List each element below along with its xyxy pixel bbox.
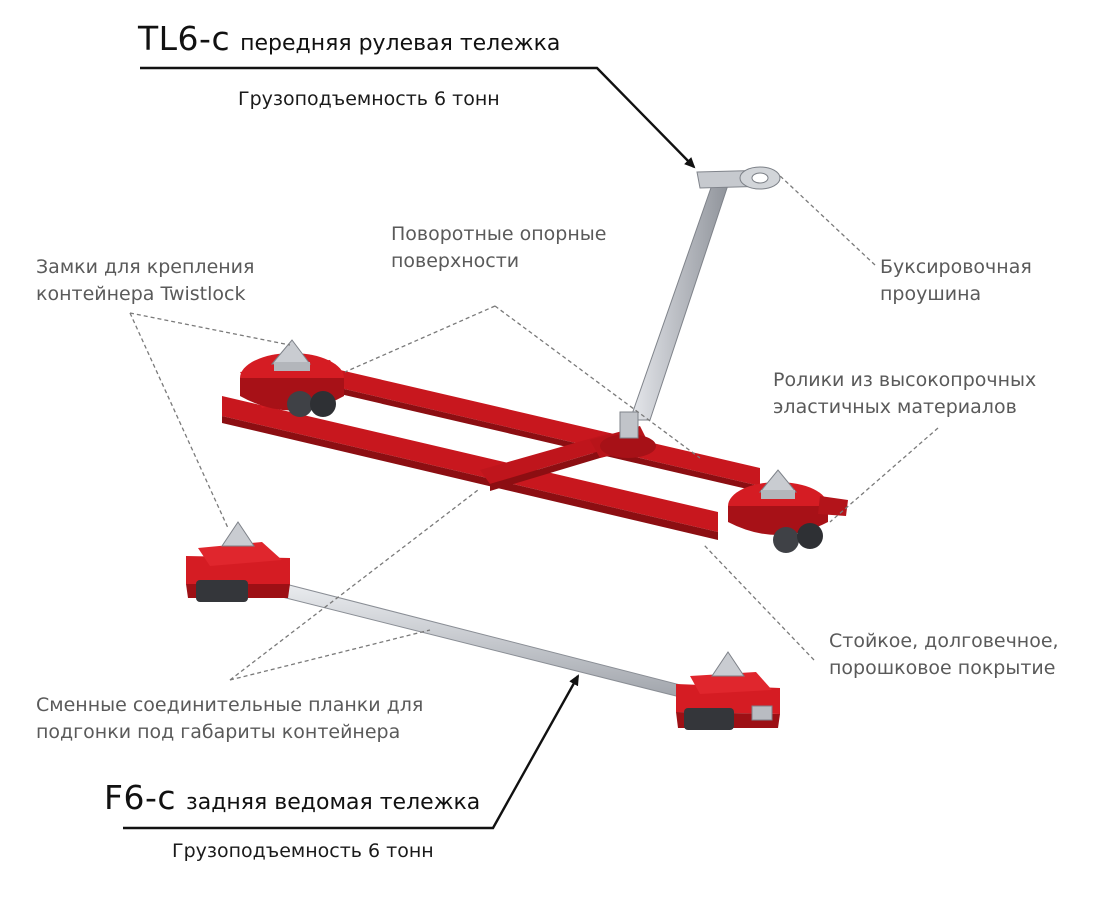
callout-rollers-line-2: эластичных материалов	[773, 396, 1017, 418]
callout-twistlock-line-2: контейнера Twistlock	[36, 283, 246, 305]
rear-trolley-model: F6-c	[104, 778, 177, 817]
front-right-corner-unit	[728, 469, 848, 553]
callout-bars: Сменные соединительные планки для подгон…	[36, 692, 423, 746]
rear-trolley-description: задняя ведомая тележка	[186, 790, 481, 815]
towing-eye-icon	[739, 166, 781, 190]
tow-handle	[629, 181, 730, 421]
front-trolley-description: передняя рулевая тележка	[240, 31, 561, 56]
twistlock-icon-2	[758, 469, 798, 493]
callout-swivel-line-1: Поворотные опорные	[391, 223, 607, 245]
twistlock-icon-3	[221, 521, 255, 547]
callout-twistlock: Замки для крепления контейнера Twistlock	[36, 254, 254, 308]
connecting-bar	[261, 577, 701, 703]
front-trolley-model: TL6-c	[138, 19, 231, 58]
callout-rollers-line-1: Ролики из высокопрочных	[773, 369, 1037, 391]
front-trolley-title: TL6-c передняя рулевая тележка	[138, 22, 560, 55]
callout-towing-eye-line-2: проушина	[880, 283, 982, 305]
twistlock-icon	[270, 339, 311, 365]
callout-coating-line-1: Стойкое, долговечное,	[829, 630, 1059, 652]
callout-bars-line-2: подгонки под габариты контейнера	[36, 721, 401, 743]
rear-trolley-title: F6-c задняя ведомая тележка	[104, 781, 480, 814]
callout-towing-eye: Буксировочная проушина	[880, 254, 1032, 308]
front-trolley-drawing	[222, 166, 848, 553]
rear-trolley-capacity: Грузоподъемность 6 тонн	[172, 840, 434, 862]
leader-lines	[129, 173, 939, 681]
callout-towing-eye-line-1: Буксировочная	[880, 256, 1032, 278]
callout-coating-line-2: порошковое покрытие	[829, 657, 1056, 679]
callout-coating: Стойкое, долговечное, порошковое покрыти…	[829, 628, 1059, 682]
callout-bars-line-1: Сменные соединительные планки для	[36, 694, 424, 716]
front-trolley-capacity: Грузоподъемность 6 тонн	[238, 88, 500, 110]
rear-right-unit	[676, 651, 780, 730]
callout-twistlock-line-1: Замки для крепления	[36, 256, 255, 278]
twistlock-icon-4	[711, 651, 745, 677]
rear-trolley-drawing	[186, 521, 780, 730]
rear-pointer-arrow	[123, 674, 580, 830]
title-rules	[123, 66, 696, 830]
callout-swivel-line-2: поверхности	[391, 250, 520, 272]
front-left-corner-unit	[240, 339, 345, 417]
front-pointer-arrow	[140, 66, 696, 169]
rear-left-unit	[186, 521, 290, 602]
callout-rollers: Ролики из высокопрочных эластичных матер…	[773, 367, 1036, 421]
callout-swivel: Поворотные опорные поверхности	[391, 221, 607, 275]
